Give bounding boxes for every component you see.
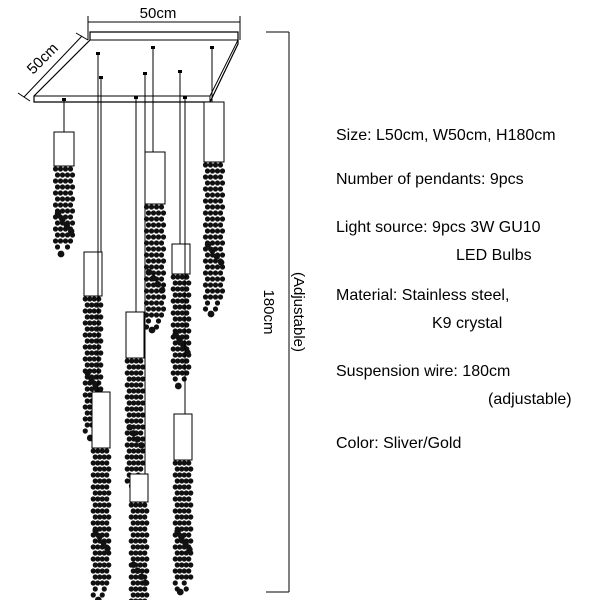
lamp-cylinder [91, 391, 111, 449]
depth-label: 50cm [24, 40, 62, 78]
crystal-strands [128, 502, 150, 600]
spec-suspension-wire-text: Suspension wire: 180cm [336, 363, 511, 380]
wire-connector [62, 98, 66, 101]
wire-connector [210, 46, 214, 49]
crystal-strands [124, 358, 146, 490]
spec-light-source: Light source: 9pcs 3W GU10 LED Bulbs [336, 218, 541, 266]
wire-connector [151, 46, 155, 49]
crystal-strands [170, 274, 192, 390]
lamp-cylinder [171, 243, 191, 275]
wire-connector [134, 96, 138, 99]
width-label: 50cm [140, 5, 177, 22]
height-dimension: 180cm (Adjustable) [260, 31, 307, 593]
crystal-strands [172, 460, 194, 596]
pendant [170, 70, 192, 390]
spec-size-text: Size: L50cm, W50cm, H180cm [336, 127, 556, 144]
pendant [202, 46, 226, 318]
wire-connector [143, 72, 147, 75]
crystal-strands [202, 162, 226, 318]
spec-material: Material: Stainless steel, K9 crystal [336, 286, 509, 334]
wire-connector [183, 96, 187, 99]
spec-material-cont: K9 crystal [432, 315, 503, 332]
width-dimension: 50cm [87, 5, 241, 40]
crystal-strands [143, 204, 167, 334]
adjustable-label: (Adjustable) [290, 272, 307, 352]
pendants-group [52, 46, 226, 600]
pendant [128, 72, 150, 600]
lamp-cylinder [129, 473, 149, 503]
spec-suspension-wire-cont: (adjustable) [488, 391, 572, 408]
pendant [124, 96, 146, 490]
spec-light-source-cont: LED Bulbs [456, 247, 532, 264]
lamp-cylinder [144, 151, 166, 205]
wire-connector [99, 76, 103, 79]
spec-pendant-count-text: Number of pendants: 9pcs [336, 171, 524, 188]
height-label: 180cm [260, 289, 277, 334]
pendant [52, 98, 76, 258]
pendant [143, 46, 167, 334]
spec-color: Color: Sliver/Gold [336, 434, 461, 454]
canopy [33, 31, 239, 103]
lamp-cylinder [173, 413, 193, 461]
lamp-cylinder [53, 131, 75, 167]
spec-color-text: Color: Sliver/Gold [336, 435, 462, 452]
pendant [172, 96, 194, 596]
spec-pendant-count: Number of pendants: 9pcs [336, 170, 524, 190]
lamp-cylinder [83, 251, 103, 297]
spec-suspension-wire: Suspension wire: 180cm (adjustable) [336, 362, 572, 410]
spec-size: Size: L50cm, W50cm, H180cm [336, 126, 556, 146]
crystal-strands [52, 166, 76, 258]
wire-connector [178, 70, 182, 73]
pendant [90, 52, 112, 600]
pendant [82, 76, 104, 442]
spec-light-source-text: Light source: 9pcs 3W GU10 [336, 219, 541, 236]
crystal-strands [90, 448, 112, 600]
wire-connector [96, 52, 100, 55]
lamp-cylinder [125, 311, 145, 359]
lamp-cylinder [203, 101, 225, 163]
spec-material-text: Material: Stainless steel, [336, 287, 510, 304]
